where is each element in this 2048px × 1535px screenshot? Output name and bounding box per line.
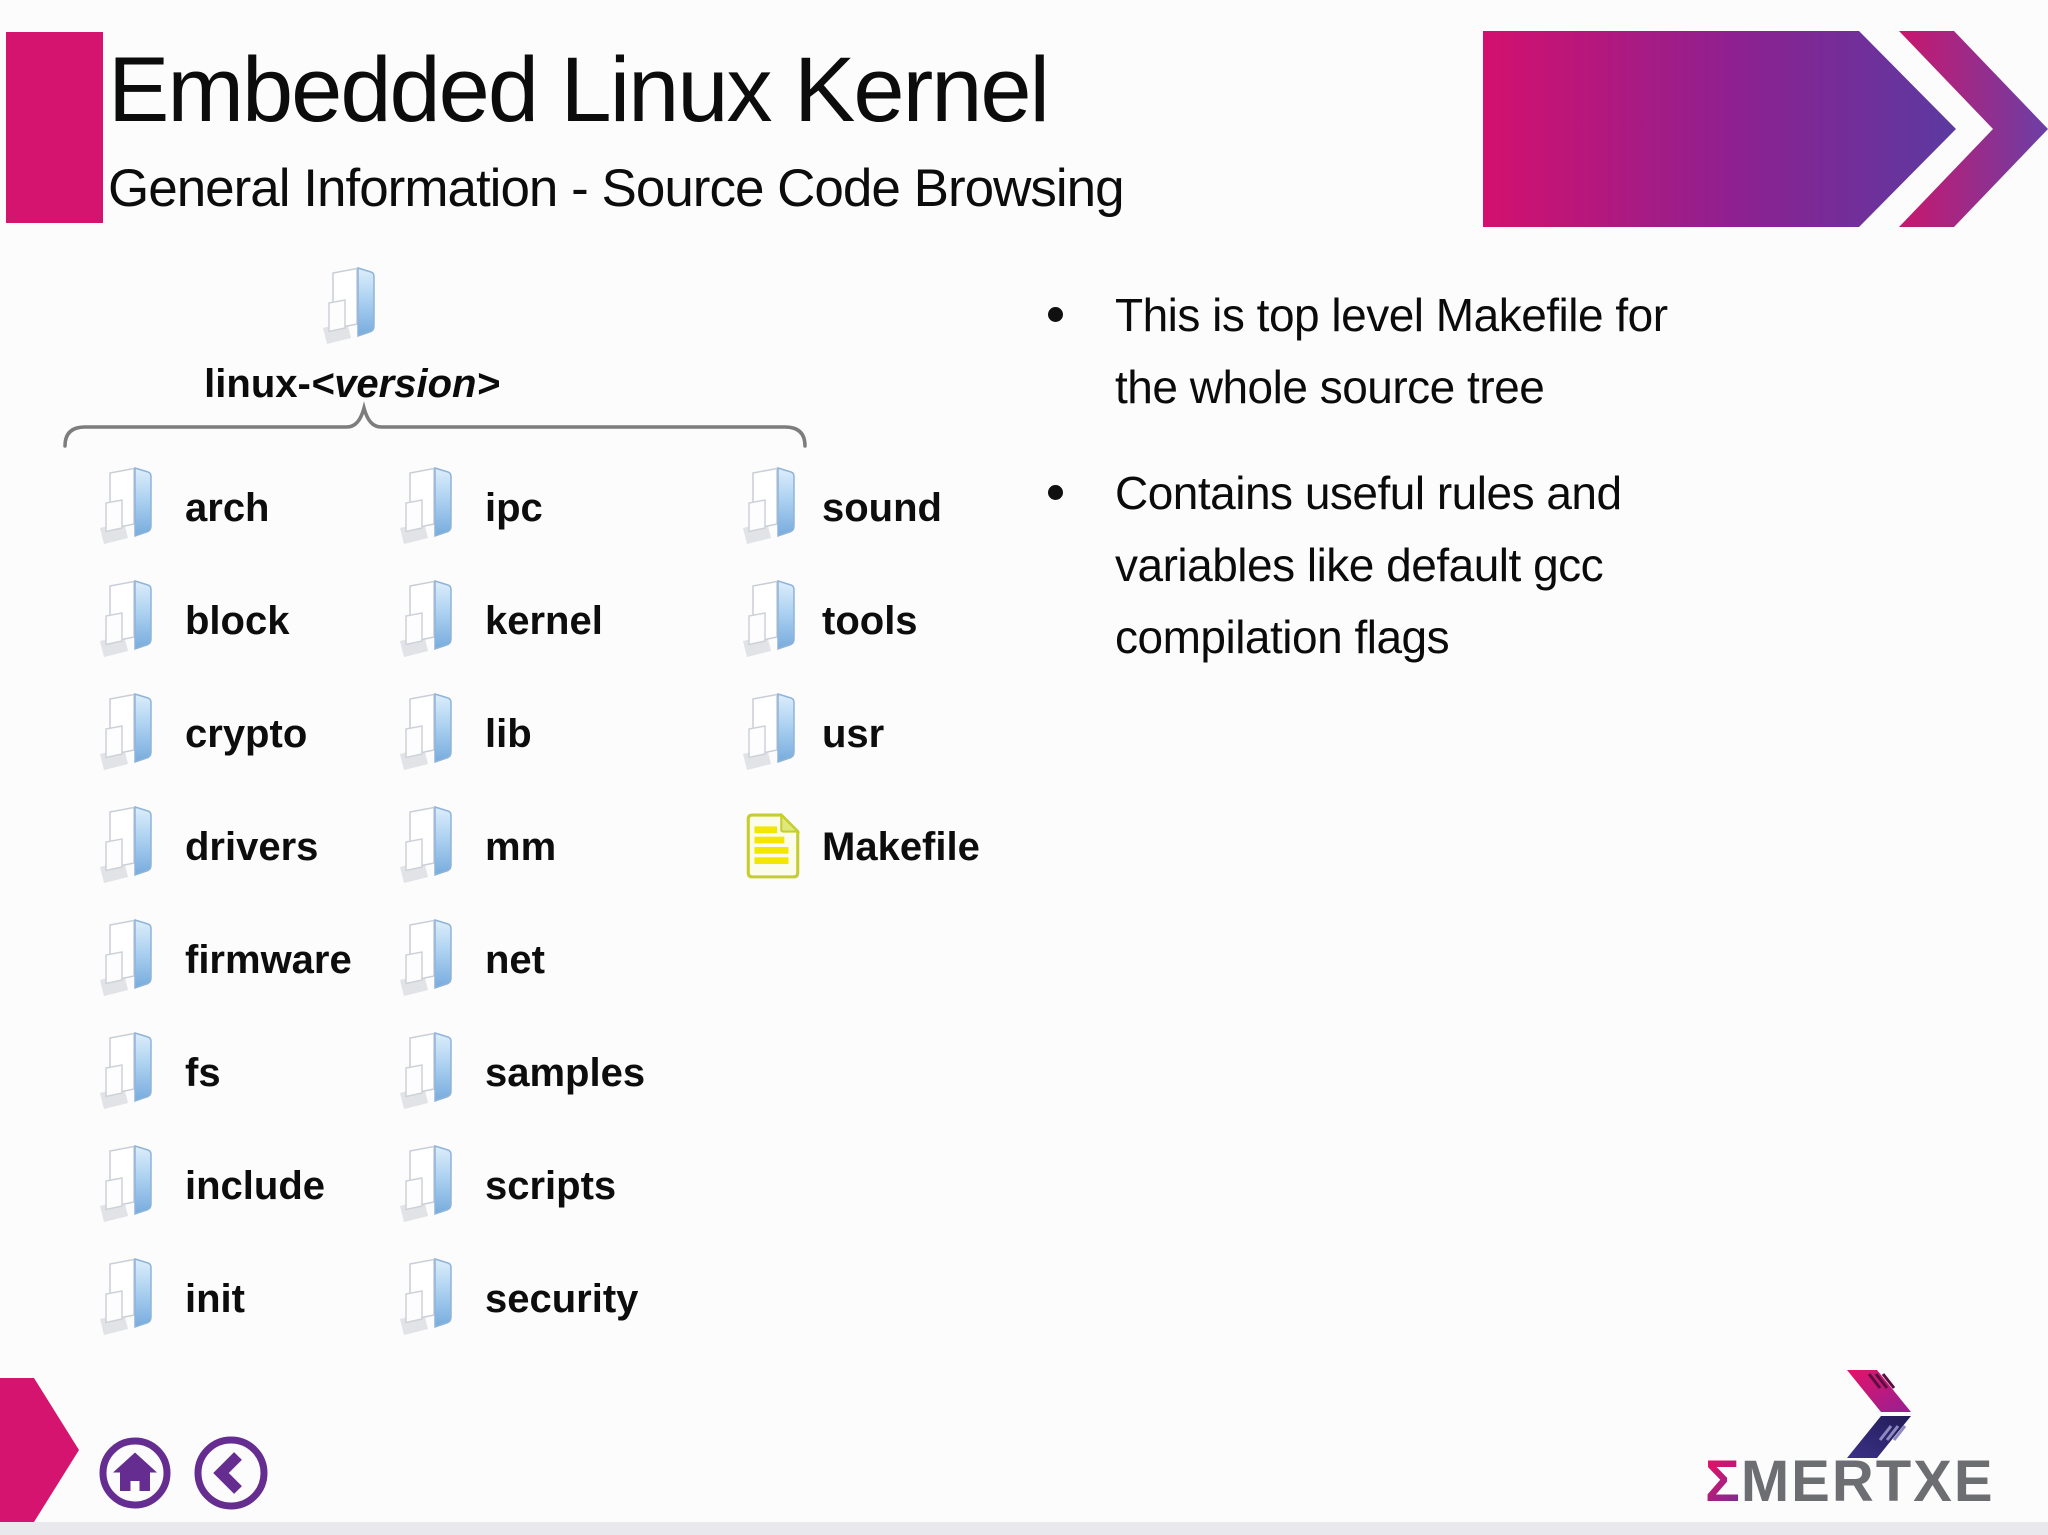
tree-item: scripts <box>397 1140 616 1232</box>
tree-item: fs <box>97 1027 221 1119</box>
folder-label: mm <box>485 825 557 869</box>
tree-item: samples <box>397 1027 645 1119</box>
folder-label: sound <box>822 486 942 530</box>
bullet-list: This is top level Makefile for the whole… <box>1040 279 1870 673</box>
tree-item: block <box>97 575 289 667</box>
tree-item: sound <box>740 462 942 554</box>
emertxe-logo-arrow-icon <box>1847 1370 1911 1458</box>
folder-icon <box>399 919 452 997</box>
header-arrow-graphic <box>1483 31 2048 227</box>
file-label: Makefile <box>822 825 980 869</box>
makefile-file-icon <box>746 813 800 879</box>
tree-item: include <box>97 1140 325 1232</box>
folder-icon <box>399 1258 452 1336</box>
folder-icon <box>742 467 795 545</box>
folder-icon <box>399 467 452 545</box>
folder-label: ipc <box>485 486 543 530</box>
folder-label: firmware <box>185 938 352 982</box>
tree-item: ipc <box>397 462 543 554</box>
tree-item: firmware <box>97 914 352 1006</box>
folder-icon <box>99 467 152 545</box>
folder-icon <box>99 806 152 884</box>
root-label-prefix: linux- <box>204 362 311 406</box>
folder-icon <box>399 580 452 658</box>
folder-label: fs <box>185 1051 221 1095</box>
folder-icon <box>742 580 795 658</box>
home-button[interactable] <box>98 1436 172 1510</box>
back-button[interactable] <box>193 1435 269 1511</box>
tree-item: net <box>397 914 545 1006</box>
folder-label: tools <box>822 599 918 643</box>
folder-icon <box>399 1145 452 1223</box>
bullet-dot <box>1048 485 1063 500</box>
folder-label: kernel <box>485 599 603 643</box>
folder-label: init <box>185 1277 245 1321</box>
folder-icon <box>399 693 452 771</box>
bullet-item: Contains useful rules and variables like… <box>1040 457 1870 673</box>
tree-item: mm <box>397 801 556 893</box>
bullet-text: Contains useful rules and variables like… <box>1115 467 1622 663</box>
back-icon <box>194 1436 268 1510</box>
folder-icon <box>322 267 375 345</box>
tree-item: security <box>397 1253 638 1345</box>
logo-name: MERTXE <box>1740 1449 1995 1514</box>
folder-label: scripts <box>485 1164 617 1208</box>
tree-item: arch <box>97 462 270 554</box>
logo-sigma: Σ <box>1705 1449 1741 1514</box>
folder-label: include <box>185 1164 326 1208</box>
tree-item: init <box>97 1253 245 1345</box>
tree-item: kernel <box>397 575 603 667</box>
title-accent-bar <box>6 32 103 223</box>
folder-icon <box>99 693 152 771</box>
tree-item: tools <box>740 575 918 667</box>
tree-item: crypto <box>97 688 307 780</box>
footer-accent-arrow <box>0 1378 79 1522</box>
tree-item: lib <box>397 688 532 780</box>
folder-label: block <box>185 599 290 643</box>
folder-label: security <box>485 1277 639 1321</box>
page-title: Embedded Linux Kernel <box>108 39 1050 141</box>
folder-label: usr <box>822 712 885 756</box>
folder-icon <box>99 1032 152 1110</box>
folder-icon <box>742 693 795 771</box>
folder-icon <box>399 806 452 884</box>
tree-root-label: linux-<version> <box>152 363 552 405</box>
tree-item: Makefile <box>740 801 980 893</box>
folder-label: crypto <box>185 712 308 756</box>
folder-label: lib <box>485 712 532 756</box>
emertxe-logo-text: ΣMERTXE <box>1705 1452 1995 1512</box>
folder-icon <box>399 1032 452 1110</box>
bullet-dot <box>1048 307 1063 322</box>
bullet-text: This is top level Makefile for the whole… <box>1115 289 1668 413</box>
folder-icon <box>99 919 152 997</box>
tree-brace <box>63 401 807 448</box>
folder-icon <box>99 1145 152 1223</box>
folder-label: net <box>485 938 545 982</box>
folder-label: samples <box>485 1051 646 1095</box>
tree-item: drivers <box>97 801 318 893</box>
folder-label: arch <box>185 486 270 530</box>
root-label-version: <version> <box>310 362 500 406</box>
folder-icon <box>99 1258 152 1336</box>
home-icon <box>99 1437 171 1509</box>
folder-icon <box>99 580 152 658</box>
folder-label: drivers <box>185 825 319 869</box>
bullet-item: This is top level Makefile for the whole… <box>1040 279 1870 423</box>
page-subtitle: General Information - Source Code Browsi… <box>108 159 1125 218</box>
tree-item: usr <box>740 688 884 780</box>
bottom-edge-strip <box>0 1522 2048 1535</box>
